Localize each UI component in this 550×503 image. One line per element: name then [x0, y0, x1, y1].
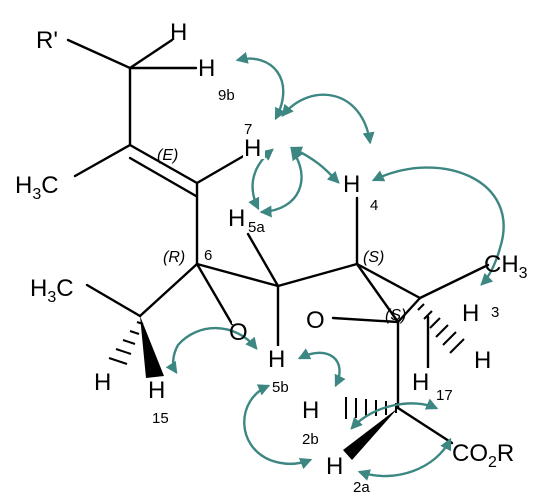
label-num-6: 6 — [204, 247, 212, 264]
label-h-3: H — [462, 300, 479, 327]
label-num-17: 17 — [436, 387, 453, 404]
hash-bond-3b — [417, 303, 465, 354]
atom-labels: R' H H 9b 7 H (E) H 4 H3C H 5a (R) 6 (S)… — [15, 19, 528, 496]
wedge-bond-2a — [343, 408, 398, 460]
label-num-9b: 9b — [218, 87, 235, 104]
noe-arrow-2a-17 — [350, 398, 439, 430]
bond-skeleton — [66, 38, 490, 460]
noe-arrow-4-3 — [371, 166, 505, 286]
label-s-upper: (S) — [363, 249, 384, 266]
label-h3c-left: H3C — [15, 172, 59, 203]
noe-arrow-7-4 — [281, 93, 375, 145]
noe-arrow-2a-ester — [357, 437, 452, 481]
bond-c15-methyl — [85, 283, 142, 318]
noe-arrow-5b-2b — [297, 348, 346, 388]
label-h-5a: H — [228, 205, 245, 232]
noe-arrow-7-5a-inner — [248, 148, 274, 211]
label-num-7: 7 — [244, 121, 252, 138]
label-num-15: 15 — [152, 410, 169, 427]
noe-arrow-9b-7 — [235, 51, 286, 121]
label-halos — [198, 52, 484, 420]
label-h-2a: H — [326, 453, 343, 480]
label-h-top: H — [170, 19, 187, 46]
label-r-stereo: (R) — [163, 249, 185, 266]
bond-c6-c15 — [138, 262, 199, 318]
label-co2r: CO2R — [452, 440, 514, 471]
bond-c3-c1 — [396, 296, 422, 324]
label-o-right: O — [306, 307, 325, 334]
bond-c6-o-left — [195, 262, 234, 326]
label-h-2b: H — [302, 397, 319, 424]
label-num-2a: 2a — [353, 479, 370, 496]
label-ch3-right: CH3 — [484, 251, 528, 282]
label-num-4: 4 — [370, 197, 378, 214]
bond-c6-c5 — [195, 262, 280, 288]
bond-c4-c1 — [355, 262, 400, 324]
bond-c2-co2r — [396, 406, 454, 445]
label-num-5a: 5a — [248, 219, 265, 236]
label-h-5b: H — [268, 346, 285, 373]
label-o-left: O — [229, 319, 248, 346]
bond-c7-h7 — [195, 152, 249, 185]
label-h-17: H — [412, 369, 429, 396]
bond-c9-htop — [128, 38, 174, 70]
wedge-bond-15 — [140, 316, 164, 378]
label-s-lower: (S) — [385, 307, 406, 324]
label-num-5b: 5b — [272, 379, 289, 396]
bond-c8-c7-single — [128, 143, 199, 185]
label-num-3: 3 — [491, 304, 499, 321]
bond-c8-c7-double — [128, 156, 198, 198]
bond-c8-methyl — [73, 143, 132, 178]
label-h3c-mid: H3C — [30, 275, 74, 306]
label-h-15b: H — [94, 369, 111, 396]
noe-arrow-5b-15 — [165, 326, 258, 374]
hash-bond-15b — [108, 321, 144, 365]
label-h-9b: H — [198, 55, 215, 82]
label-e-stereo: (E) — [157, 147, 178, 164]
bond-c5-c4 — [276, 262, 359, 288]
bond-c4-c3 — [355, 262, 422, 300]
label-h-15: H — [148, 377, 165, 404]
label-h-4: H — [343, 171, 360, 198]
bond-c3-methyl — [418, 263, 490, 300]
bond-rprime-c9 — [66, 38, 132, 70]
noe-arrow-5b-2a — [243, 384, 313, 470]
label-r-prime: R' — [36, 27, 58, 54]
label-h-7: H — [244, 135, 261, 162]
label-h-3b: H — [474, 347, 491, 374]
noe-arrows — [165, 51, 505, 481]
label-num-2b: 2b — [302, 431, 319, 448]
noe-arrow-7-5a-outer — [259, 148, 303, 218]
bond-o-right-c1 — [331, 316, 400, 324]
bond-c5-h5a — [246, 232, 280, 288]
